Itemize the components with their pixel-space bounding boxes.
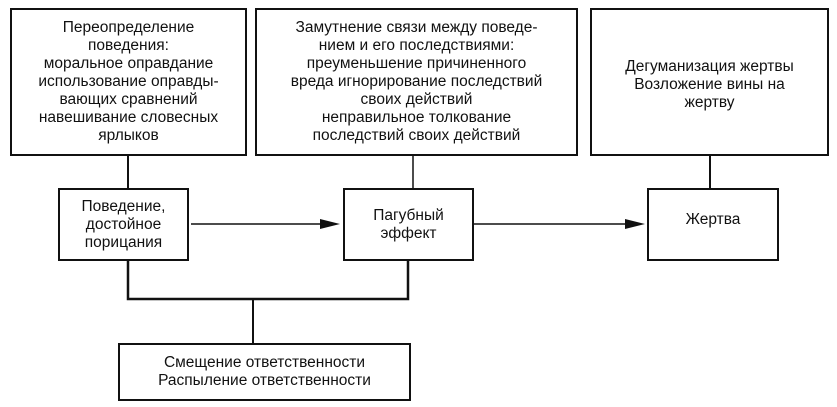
- box-responsibility: Смещение ответственности Распыление отве…: [118, 343, 411, 401]
- box-harmful-effect-text: Пагубный эффект: [373, 206, 444, 242]
- box-redefinition: Переопределение поведения: моральное опр…: [10, 8, 247, 156]
- box-victim: Жертва: [647, 188, 779, 261]
- box-responsibility-text: Смещение ответственности Распыление отве…: [158, 354, 371, 389]
- box-victim-text: Жертва: [685, 210, 741, 228]
- box-behavior: Поведение, достойное порицания: [58, 188, 189, 261]
- arrowhead-to-harmful-effect: [320, 219, 340, 229]
- box-dehumanization: Дегуманизация жертвы Возложение вины на …: [590, 8, 829, 156]
- box-redefinition-text: Переопределение поведения: моральное опр…: [38, 19, 219, 144]
- box-dehumanization-text: Дегуманизация жертвы Возложение вины на …: [625, 58, 794, 111]
- box-obscuring: Замутнение связи между поведе- нием и ег…: [255, 8, 578, 156]
- box-harmful-effect: Пагубный эффект: [343, 188, 474, 261]
- box-obscuring-text: Замутнение связи между поведе- нием и ег…: [290, 19, 543, 144]
- arrowhead-to-victim: [625, 219, 645, 229]
- edge-bracket-behavior-harmful-effect: [126, 260, 410, 301]
- box-behavior-text: Поведение, достойное порицания: [81, 197, 166, 251]
